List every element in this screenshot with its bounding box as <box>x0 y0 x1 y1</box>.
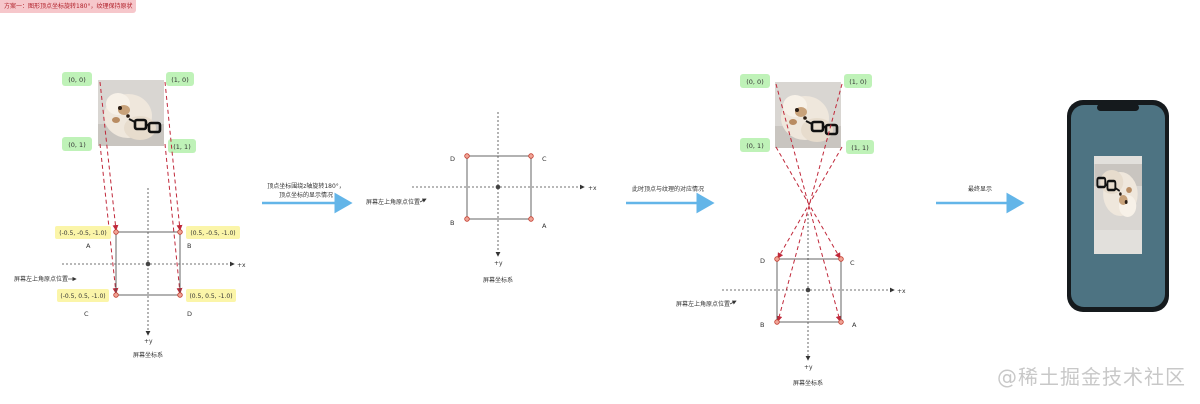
vertex-point-c <box>838 256 844 262</box>
transition-arrow-final: 最终显示 <box>936 185 1025 214</box>
arrow-final-label: 最终显示 <box>968 185 992 193</box>
center-point <box>805 287 811 293</box>
center-point <box>495 184 501 190</box>
tex-coord-bl: (0, 1) <box>62 137 92 151</box>
vertex-point-b <box>464 216 470 222</box>
phone-mockup <box>1067 100 1169 312</box>
vertex-point-c <box>113 292 119 298</box>
tex-coord-br: (1, 1) <box>846 140 874 154</box>
svg-text:(-0.5, -0.5, -1.0): (-0.5, -0.5, -1.0) <box>59 230 106 237</box>
vertex-point-b <box>177 229 183 235</box>
y-axis-label: +y <box>144 338 153 345</box>
vertex-coord-br: (0.5, 0.5, -1.0) <box>186 289 236 302</box>
origin-label: 屏幕左上角原点位置 <box>14 275 68 283</box>
vertex-coord-bl: (-0.5, 0.5, -1.0) <box>57 289 109 302</box>
vertex-letter-tl: A <box>86 242 91 250</box>
svg-text:(0, 1): (0, 1) <box>68 141 85 149</box>
svg-text:(0, 0): (0, 0) <box>746 78 763 86</box>
arrow-rotate-label-line1: 顶点坐标围绕z轴旋转180°， <box>267 182 345 190</box>
screen-system-label: 屏幕坐标系 <box>133 351 163 359</box>
tex-coord-tl: (0, 0) <box>62 72 92 86</box>
x-axis-label: +x <box>588 185 597 192</box>
panel-rotated: +x +y 屏幕坐标系 屏幕左上角原点位置 D C B A <box>366 112 597 284</box>
x-axis-label: +x <box>237 262 246 269</box>
panel-original: (0, 0) (1, 0) (0, 1) (1, 1) <box>14 72 246 359</box>
vertex-letter-br: A <box>542 222 547 230</box>
center-point <box>145 261 151 267</box>
tex-coord-bl: (0, 1) <box>740 138 770 152</box>
vertex-letter-tr: C <box>542 155 547 163</box>
svg-text:(0.5, 0.5, -1.0): (0.5, 0.5, -1.0) <box>189 293 232 300</box>
vertex-square <box>776 258 842 323</box>
vertex-letter-tl: D <box>760 257 765 265</box>
transition-arrow-mapping: 此时顶点与纹理的对应情况 <box>626 185 715 214</box>
arrow-rotate-label-line2: 顶点坐标的显示情况 <box>279 191 333 199</box>
y-axis-label: +y <box>494 260 503 267</box>
svg-text:(0, 1): (0, 1) <box>746 142 763 150</box>
vertex-letter-tr: C <box>850 259 855 267</box>
svg-text:(1, 1): (1, 1) <box>851 144 868 152</box>
vertex-point-a <box>113 229 119 235</box>
origin-label: 屏幕左上角原点位置 <box>676 300 730 308</box>
vertex-point-a <box>838 319 844 325</box>
origin-label: 屏幕左上角原点位置 <box>366 198 420 206</box>
vertex-point-a <box>528 216 534 222</box>
vertex-point-d <box>774 256 780 262</box>
title-tag: 方案一：图形顶点坐标旋转180°，纹理保持原状 <box>0 0 137 13</box>
vertex-point-d <box>464 153 470 159</box>
tex-coord-tl: (0, 0) <box>740 74 770 88</box>
texture-image <box>773 80 843 150</box>
svg-text:(1, 0): (1, 0) <box>171 76 188 84</box>
vertex-letter-tl: D <box>450 155 455 163</box>
panel-mapping: (0, 0) (1, 0) (0, 1) (1, 1) <box>676 74 906 387</box>
vertex-coord-tr: (0.5, -0.5, -1.0) <box>186 226 240 239</box>
x-axis-label: +x <box>897 288 906 295</box>
svg-text:(1, 0): (1, 0) <box>849 78 866 86</box>
vertex-square <box>466 155 532 220</box>
screen-system-label: 屏幕坐标系 <box>483 276 513 284</box>
tex-coord-tr: (1, 0) <box>844 74 872 88</box>
vertex-point-c <box>528 153 534 159</box>
transition-arrow-rotate: 顶点坐标围绕z轴旋转180°， 顶点坐标的显示情况 <box>262 182 353 214</box>
vertex-point-b <box>774 319 780 325</box>
watermark: @稀土掘金技术社区 <box>997 365 1186 389</box>
displayed-image <box>1093 156 1144 254</box>
vertex-square <box>115 231 181 296</box>
vertex-letter-br: D <box>187 310 192 318</box>
vertex-letter-bl: B <box>450 219 454 227</box>
screen-system-label: 屏幕坐标系 <box>793 379 823 387</box>
vertex-letter-bl: C <box>84 310 89 318</box>
vertex-letter-bl: B <box>760 321 764 329</box>
tex-coord-tr: (1, 0) <box>166 72 194 86</box>
arrow-mapping-label: 此时顶点与纹理的对应情况 <box>632 185 704 193</box>
y-axis-label: +y <box>804 364 813 371</box>
vertex-letter-br: A <box>852 321 857 329</box>
vertex-coord-tl: (-0.5, -0.5, -1.0) <box>55 226 111 239</box>
vertex-letter-tr: B <box>187 242 191 250</box>
svg-text:(0, 0): (0, 0) <box>68 76 85 84</box>
mapping-lines <box>99 81 183 294</box>
svg-text:(-0.5, 0.5, -1.0): (-0.5, 0.5, -1.0) <box>60 293 105 300</box>
svg-text:(1, 1): (1, 1) <box>173 143 190 151</box>
phone-notch <box>1097 104 1139 111</box>
texture-image <box>96 78 166 148</box>
vertex-point-d <box>177 292 183 298</box>
tex-coord-br: (1, 1) <box>168 139 196 153</box>
svg-text:(0.5, -0.5, -1.0): (0.5, -0.5, -1.0) <box>190 230 235 237</box>
crossing-mapping-lines <box>775 83 843 322</box>
